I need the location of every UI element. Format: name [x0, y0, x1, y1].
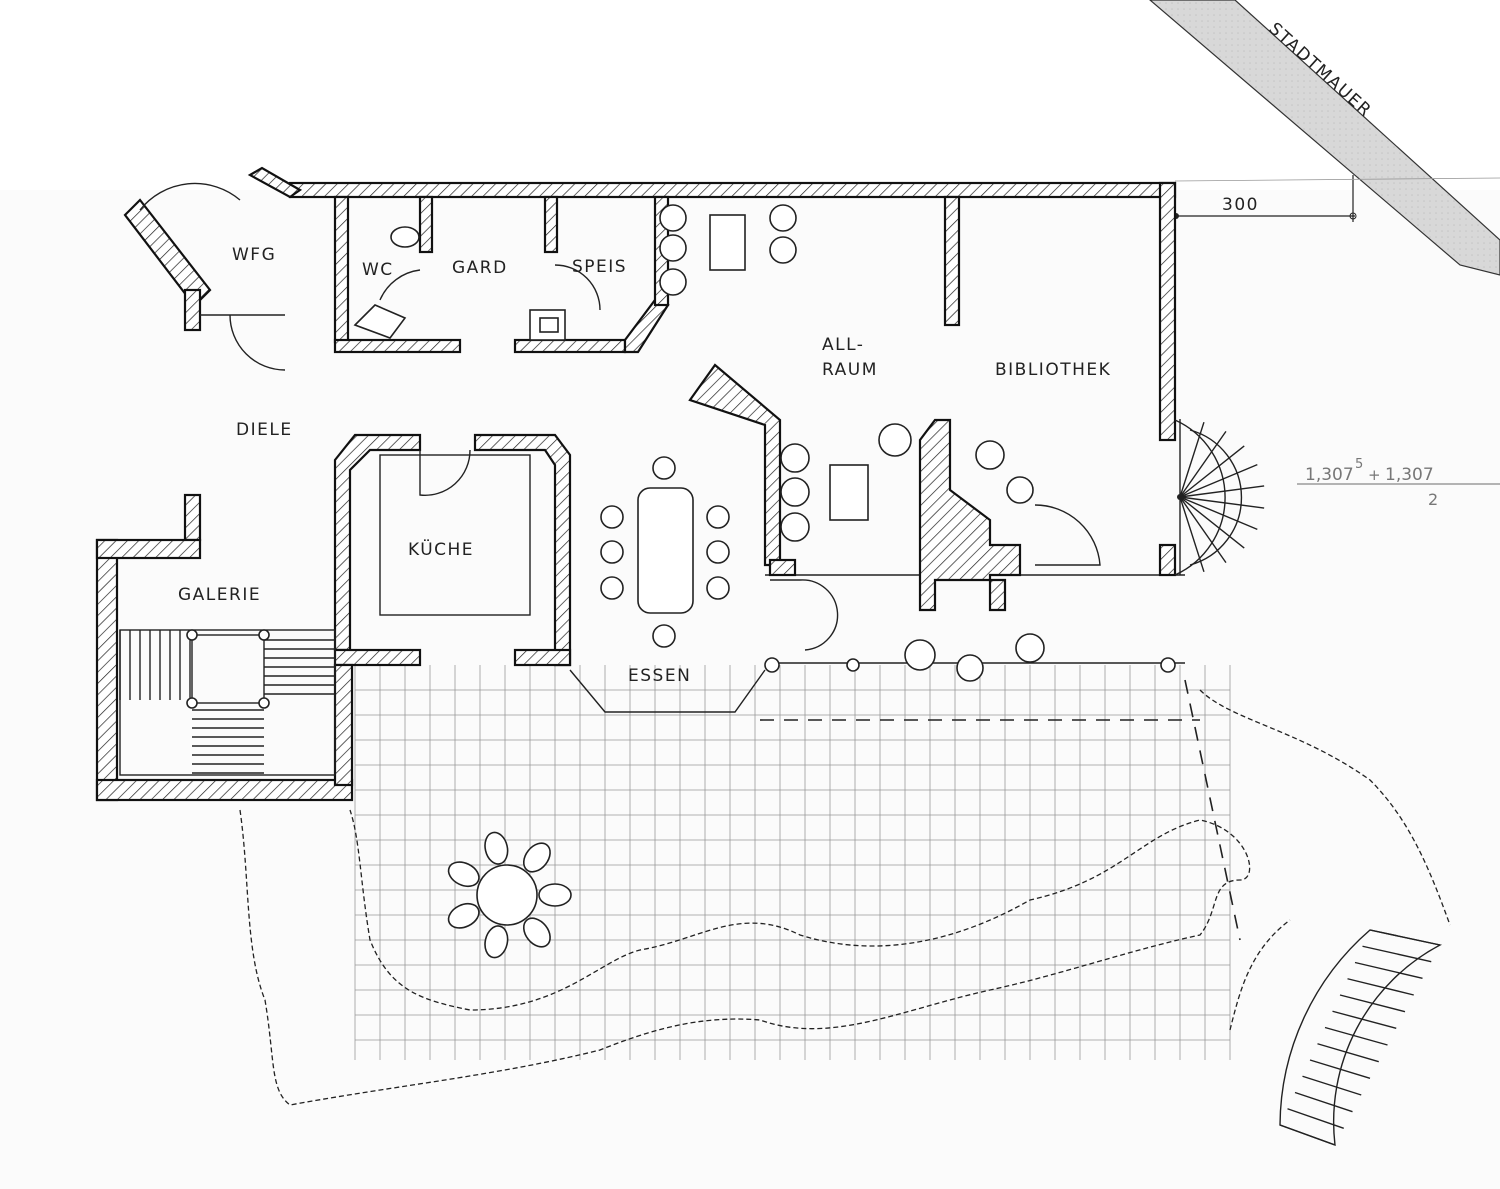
paper-sheet	[0, 190, 1500, 1189]
room-label-speis: SPEIS	[572, 257, 627, 277]
dining-chair	[600, 540, 624, 564]
room-label-gard: GARD	[452, 258, 508, 278]
room-label-wfg: WFG	[232, 245, 276, 265]
stair-tread	[1179, 496, 1258, 531]
stair-tread	[1179, 496, 1205, 573]
stair-tread	[1347, 978, 1414, 996]
dining-chair	[706, 505, 730, 529]
garden-planting	[239, 689, 1451, 1106]
stair-tread	[1339, 994, 1406, 1013]
stair-tread	[1309, 1059, 1371, 1080]
toilet	[390, 226, 420, 248]
stair-tread	[1179, 421, 1205, 498]
walls	[95, 166, 1177, 802]
stair-tread	[1179, 445, 1245, 498]
formula-term-a: 1,307	[1305, 465, 1354, 485]
formula-superscript: 5	[1355, 457, 1363, 472]
garden-staircase	[1279, 929, 1443, 1147]
stair-tread	[1369, 929, 1441, 946]
stair-tread	[1294, 1091, 1353, 1113]
garden-chair	[538, 883, 572, 907]
garden-chair	[522, 917, 551, 948]
dining-chair	[706, 576, 730, 600]
formula-term-b: 1,307	[1385, 465, 1434, 485]
coffee-table	[829, 464, 869, 521]
stair-tread	[1354, 961, 1423, 980]
garden-chair	[522, 842, 551, 873]
dining-table	[637, 487, 694, 614]
stair-tread	[1362, 945, 1432, 963]
garden-chair	[484, 831, 509, 865]
furniture	[353, 204, 1176, 959]
calculation-note: 1,307 5 + 1,307 2	[1297, 457, 1500, 509]
stair-tread	[1179, 463, 1258, 498]
galerie-staircase	[119, 629, 336, 776]
stair-tread	[1302, 1075, 1362, 1096]
room-label-diele: DIELE	[236, 420, 293, 440]
dining-chair	[652, 456, 676, 480]
room-label-wc: WC	[362, 260, 394, 280]
room-label-kueche: KÜCHE	[408, 538, 474, 560]
dining-chair	[652, 624, 676, 648]
dining-chair	[706, 540, 730, 564]
formula-denominator: 2	[1428, 490, 1438, 509]
garden-table	[447, 831, 572, 959]
stair-tread	[1279, 1124, 1336, 1146]
stair-tread	[1179, 496, 1227, 564]
room-label-allraum-line1: ALL-	[822, 335, 864, 355]
garden-chair	[484, 925, 509, 959]
garden-chair	[447, 902, 480, 929]
room-label-essen: ESSEN	[628, 666, 691, 686]
stair-tread	[1179, 496, 1245, 549]
dimension-label: 300	[1222, 195, 1259, 215]
dimension-line: 300	[1173, 175, 1500, 222]
stair-tread	[1179, 430, 1227, 498]
stair-tread	[1317, 1043, 1379, 1063]
sink	[353, 304, 407, 339]
room-label-allraum-line2: RAUM	[822, 360, 878, 380]
room-label-galerie: GALERIE	[178, 585, 261, 605]
dining-chair	[600, 576, 624, 600]
stair-tread	[1179, 496, 1265, 509]
stair-tread	[1324, 1026, 1388, 1046]
dining-chair	[600, 505, 624, 529]
room-label-bibliothek: BIBLIOTHEK	[995, 360, 1111, 380]
room-labels: WFG WC GARD SPEIS ALL- RAUM BIBLIOTHEK D…	[178, 245, 1111, 686]
terrace-grid	[354, 574, 1241, 1060]
formula-operator: +	[1368, 466, 1381, 484]
door-swings	[139, 182, 1101, 713]
stair-tread	[1287, 1108, 1344, 1129]
stair-tread	[1179, 485, 1265, 498]
spiral-staircase	[1174, 419, 1265, 576]
stair-tread	[1332, 1010, 1397, 1030]
garden-chair	[447, 861, 480, 888]
